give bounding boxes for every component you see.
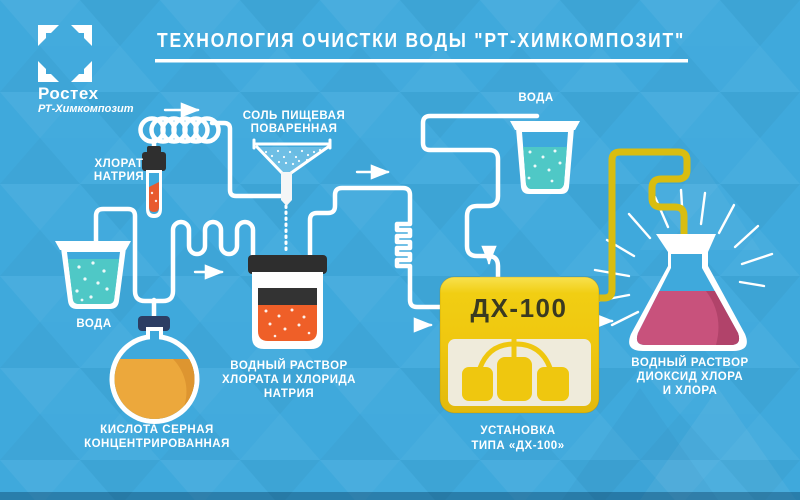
tube-water-acid-to-jar [93,206,256,304]
beaker-water-left [55,241,131,309]
tube-jar-to-unit [307,185,443,310]
rostec-logo: Ростех РТ-Химкомпозит [38,25,134,115]
label-chlorate-solution: ХЛОРАТА И ХЛОРИДА [222,374,356,386]
unit-name: ДХ-100 [471,293,568,323]
label-sodium-chlorate: ХЛОРАТ [94,158,143,170]
page-title: ТЕХНОЛОГИЯ ОЧИСТКИ ВОДЫ "РТ-ХИМКОМПОЗИТ" [157,30,685,52]
bubbles [264,308,311,338]
label-sulfuric-acid: КИСЛОТА СЕРНАЯ [100,424,214,436]
label-table-salt: СОЛЬ ПИЩЕВАЯ [243,110,345,122]
beaker-water-right [510,121,580,194]
bubbles [75,261,109,302]
tube-water-to-unit [420,113,540,282]
accent-triangle [640,388,796,500]
coil-tube [138,116,221,144]
label-sodium-chlorate: НАТРИЯ [94,171,144,183]
label-table-salt: ПОВАРЕННАЯ [251,123,338,135]
funnel-table-salt [252,138,332,206]
test-tube-sodium-chlorate [142,146,166,218]
bottom-edge-strip [0,492,800,500]
accent-triangle [640,160,760,250]
label-unit-caption: УСТАНОВКА [480,425,555,437]
label-chlorate-solution: НАТРИЯ [264,388,314,400]
label-water-right: ВОДА [518,92,553,104]
tube-unit-to-flask [593,148,691,302]
rostec-mark-icon [38,25,92,82]
logo-brand: Ростех [38,84,99,103]
erlenmeyer-flask-output [629,234,747,351]
unit-tanks [462,357,569,401]
label-output-solution: И ХЛОРА [663,385,718,397]
pipes [93,113,540,322]
round-flask-sulfuric-acid [109,316,200,424]
label-output-solution: ВОДНЫЙ РАСТВОР [631,356,748,369]
salt-grains [264,148,322,166]
label-unit-caption: ТИПА «ДХ-100» [471,440,564,452]
label-water-left: ВОДА [76,318,111,330]
unit-internal-pipes [477,339,553,369]
label-sulfuric-acid: КОНЦЕНТРИРОВАННАЯ [84,438,230,450]
label-chlorate-solution: ВОДНЫЙ РАСТВОР [230,359,347,372]
header: ТЕХНОЛОГИЯ ОЧИСТКИ ВОДЫ "РТ-ХИМКОМПОЗИТ" [155,30,688,63]
logo-division: РТ-Химкомпозит [38,103,134,115]
labels: ХЛОРАТ НАТРИЯ ВОДА СОЛЬ ПИЩЕВАЯ ПОВАРЕНН… [76,92,748,452]
bubbles [150,191,158,203]
jar-chlorate-solution [248,255,327,349]
dx100-unit: ДХ-100 [439,276,600,414]
label-output-solution: ДИОКСИД ХЛОРА [637,371,743,383]
title-underline [155,59,688,63]
tube-coil-to-funnel [209,120,284,199]
bubbles [527,149,562,183]
